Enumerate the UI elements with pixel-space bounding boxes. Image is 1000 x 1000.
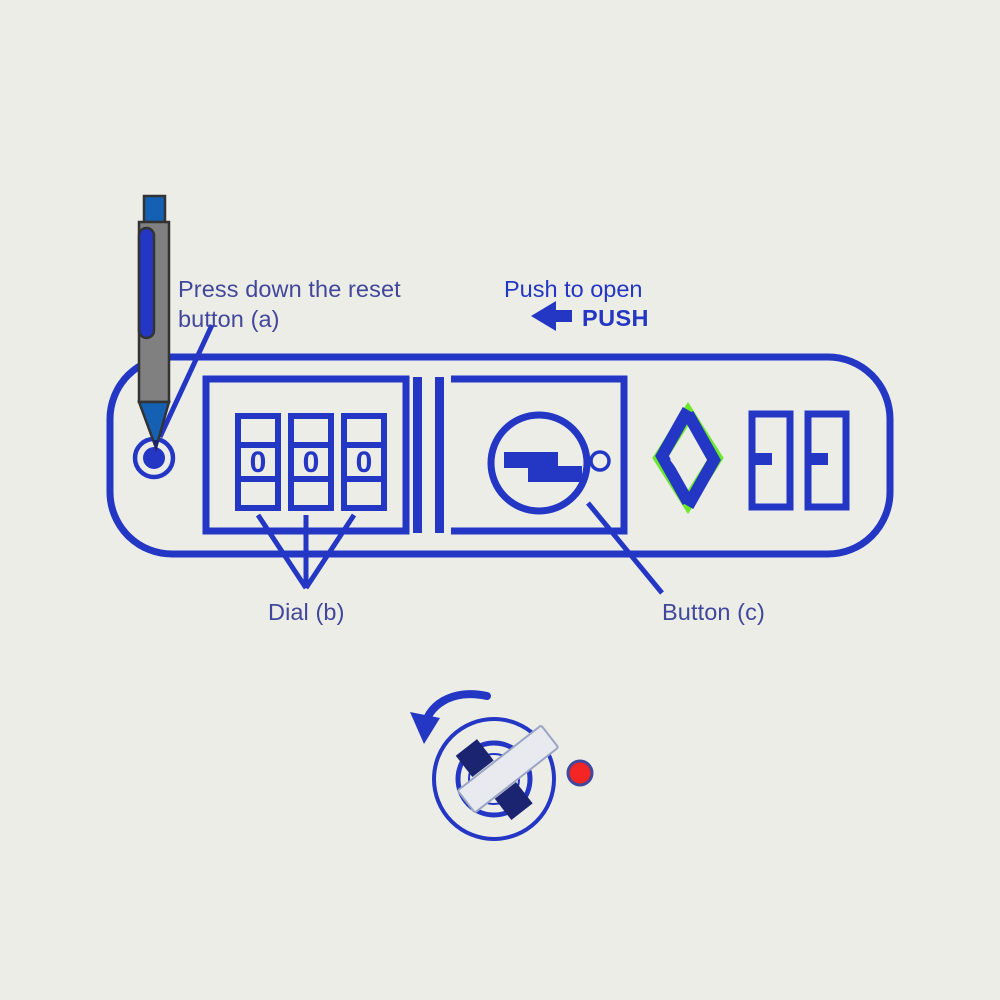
key-lock-illustration <box>410 690 594 841</box>
pen-icon <box>137 194 171 453</box>
dial-wheel-2[interactable]: 0 <box>288 413 334 511</box>
control-panel-outline <box>106 353 894 558</box>
reset-callout-line2: button (a) <box>178 306 280 332</box>
red-indicator-dot-icon <box>566 759 594 787</box>
leader-line-reset <box>157 323 215 439</box>
key-icon <box>457 725 559 813</box>
push-heading: Push to open <box>504 276 643 302</box>
slot-left-icon <box>748 410 794 511</box>
button-callout-label: Button (c) <box>662 599 765 625</box>
dial-window-group[interactable]: 0 0 0 <box>235 413 387 511</box>
dial-digit-3: 0 <box>356 446 373 479</box>
divider-bar-1 <box>413 377 422 533</box>
leader-line-dial-1 <box>255 513 309 590</box>
latch-indicator-hole-icon <box>589 450 611 472</box>
left-arrow-icon <box>531 301 572 331</box>
dial-digit-1: 0 <box>250 446 267 479</box>
dial-wheel-3[interactable]: 0 <box>341 413 387 511</box>
leader-line-button <box>586 501 664 595</box>
reset-callout-line1: Press down the reset <box>178 276 401 302</box>
dial-callout-label: Dial (b) <box>268 599 345 625</box>
dial-digit-2: 0 <box>303 446 320 479</box>
lock-outer-ring <box>432 717 556 841</box>
key-bit-icon <box>455 739 533 821</box>
latch-button-icon[interactable] <box>487 411 591 515</box>
counterclockwise-turn-arrow-icon <box>410 690 491 744</box>
leader-line-dial-3 <box>303 513 357 590</box>
dial-wheel-1[interactable]: 0 <box>235 413 281 511</box>
slot-right-icon <box>804 410 850 511</box>
renault-diamond-logo-icon <box>652 401 724 515</box>
push-badge: PUSH <box>582 305 649 331</box>
lock-middle-ring <box>455 740 533 818</box>
divider-bar-2 <box>435 377 444 533</box>
latch-housing <box>451 375 628 535</box>
